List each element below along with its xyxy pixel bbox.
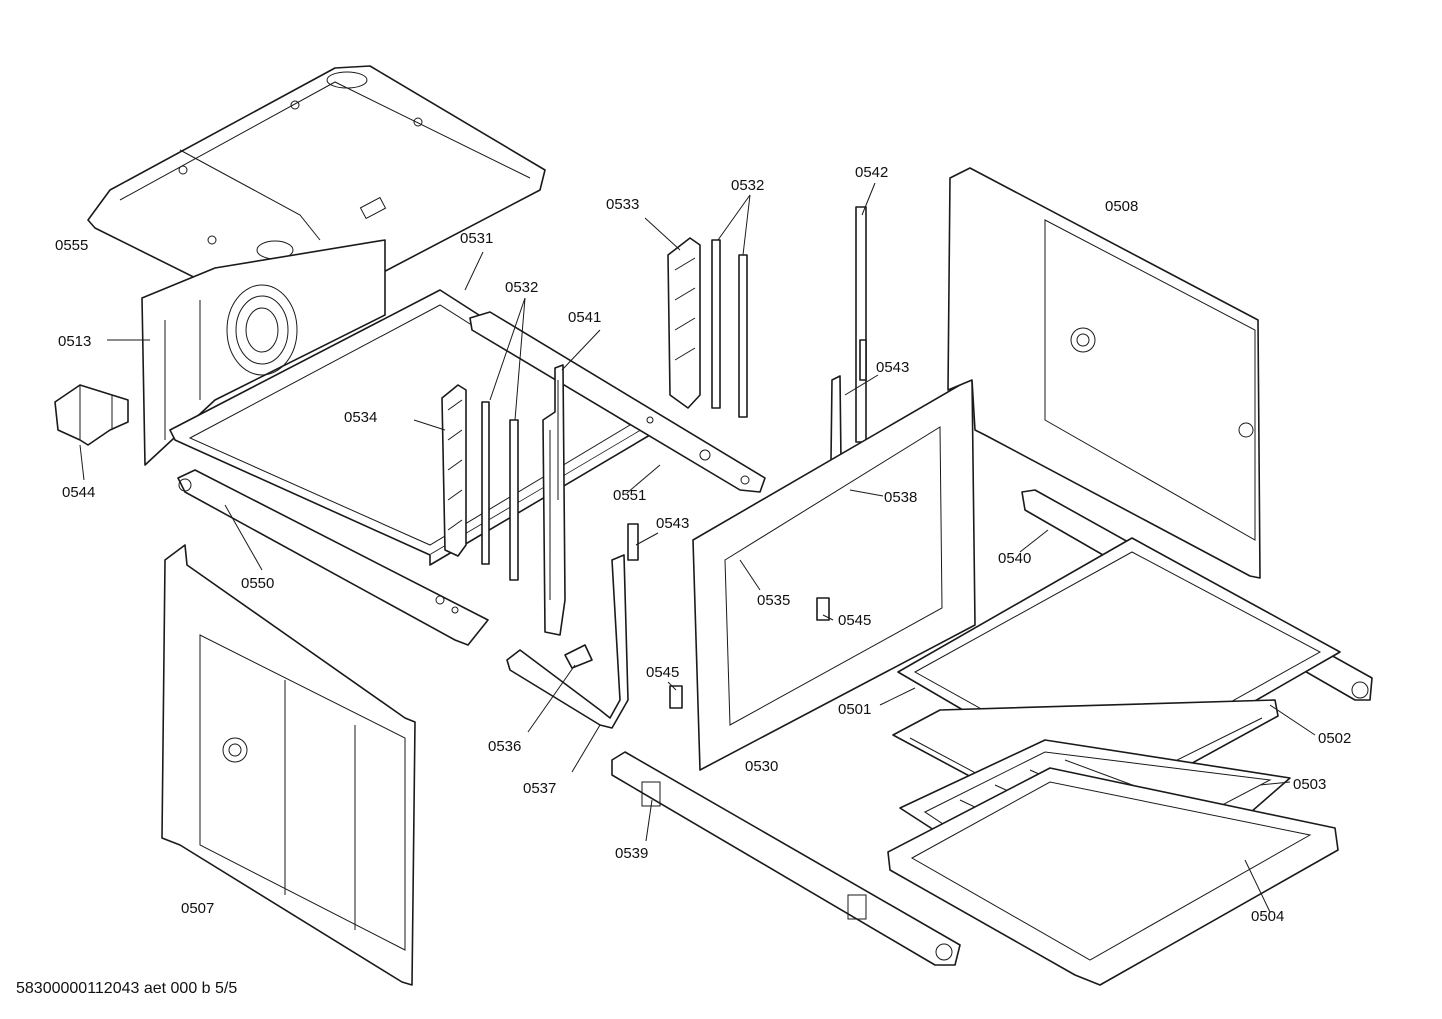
label-0555: 0555 [55,237,88,254]
document-reference: 58300000112043 aet 000 b 5/5 [16,980,238,997]
part-0534-rack-guide [441,384,467,557]
label-0544: 0544 [62,484,95,501]
label-0507: 0507 [181,900,214,917]
part-0544-bracket [54,384,129,446]
part-0507-side-panel-left [161,544,416,986]
label-0530: 0530 [745,758,778,775]
label-0503: 0503 [1293,776,1326,793]
part-0530-door-frame [669,377,976,771]
part-0532-strips-left [481,401,519,581]
label-0543-b: 0543 [656,515,689,532]
label-0535: 0535 [757,592,790,609]
label-0541: 0541 [568,309,601,326]
label-0540: 0540 [998,550,1031,567]
part-0539-front-rail [611,751,961,966]
part-0536-0537-lower-frame [506,523,639,729]
label-0513: 0513 [58,333,91,350]
part-0533-rack-guide [667,237,748,418]
leader-lines [79,182,1316,913]
label-0501: 0501 [838,701,871,718]
label-0504: 0504 [1251,908,1284,925]
label-0539: 0539 [615,845,648,862]
part-0551-side-rail [469,311,766,493]
label-0545-b: 0545 [646,664,679,681]
label-0533: 0533 [606,196,639,213]
label-0536: 0536 [488,738,521,755]
label-0551: 0551 [613,487,646,504]
label-0508: 0508 [1105,198,1138,215]
label-0545-a: 0545 [838,612,871,629]
part-0550-side-rail [177,469,489,646]
label-0543-a: 0543 [876,359,909,376]
part-0504-bottom-frame [887,767,1339,986]
part-0513-rear-panel [141,239,386,466]
label-0531: 0531 [460,230,493,247]
label-0542: 0542 [855,164,888,181]
label-0550: 0550 [241,575,274,592]
part-0541-mount-bracket [542,364,566,636]
label-0502: 0502 [1318,730,1351,747]
label-0538: 0538 [884,489,917,506]
part-0508-side-panel-right [947,167,1261,579]
label-0534: 0534 [344,409,377,426]
label-0532-b: 0532 [731,177,764,194]
label-0532-a: 0532 [505,279,538,296]
label-0537: 0537 [523,780,556,797]
part-labels: 0555 0513 0544 0531 0532 0541 0534 0533 … [55,164,1351,925]
